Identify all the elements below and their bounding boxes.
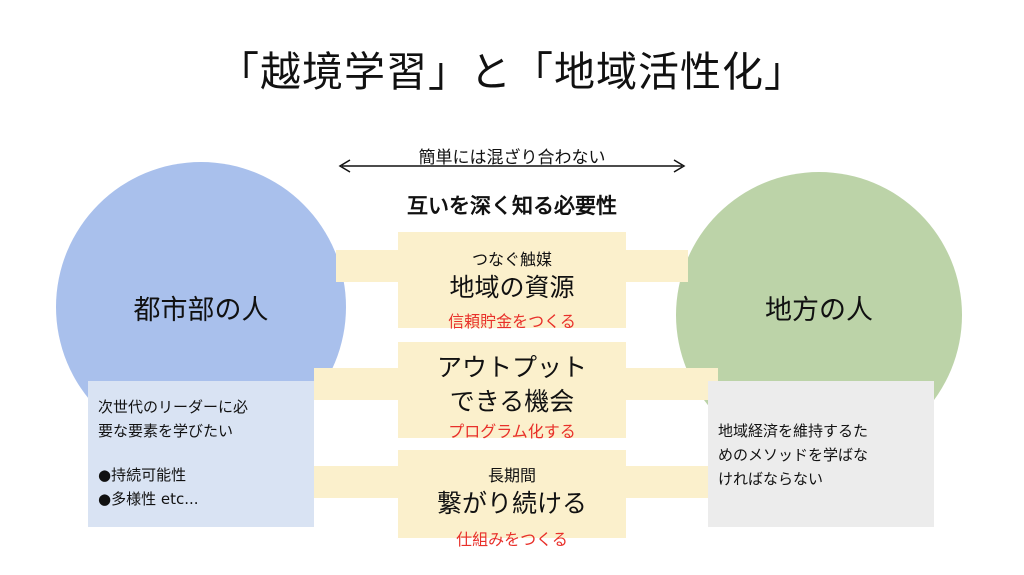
- urban-needs-note: 次世代のリーダーに必 要な要素を学びたい ●持続可能性 ●多様性 etc...: [88, 381, 314, 527]
- urban-needs-line-1: 次世代のリーダーに必: [98, 398, 249, 416]
- subheading: 互いを深く知る必要性: [407, 194, 617, 218]
- urban-needs-bullet-1: ●持続可能性: [98, 466, 187, 484]
- middle-output-heading-line2: できる機会: [449, 387, 575, 416]
- rural-needs-line-2: めのメソッドを学ばな: [718, 446, 869, 464]
- double-arrow-icon: [338, 159, 686, 173]
- middle-resources-caption: つなぐ触媒: [471, 250, 552, 269]
- rural-needs-note: 地域経済を維持するた めのメソッドを学ばな ければならない: [708, 381, 934, 527]
- middle-box-output: [398, 342, 626, 438]
- middle-resources-action: 信頼貯金をつくる: [448, 312, 576, 331]
- urban-needs-line-2: 要な要素を学びたい: [98, 422, 234, 440]
- middle-connection-heading: 繋がり続ける: [436, 489, 587, 518]
- middle-connection-caption: 長期間: [487, 466, 536, 485]
- rural-people-label: 地方の人: [765, 295, 873, 326]
- rural-needs-line-1: 地域経済を維持するた: [718, 422, 869, 440]
- middle-output-action: プログラム化する: [448, 422, 576, 441]
- middle-connection-action: 仕組みをつくる: [456, 530, 568, 549]
- page-title: 「越境学習」と「地域活性化」: [218, 48, 806, 96]
- middle-box-resources: [398, 232, 626, 328]
- middle-resources-heading: 地域の資源: [449, 273, 575, 302]
- middle-output-heading-line1: アウトプット: [436, 353, 587, 382]
- middle-box-connection: [398, 450, 626, 538]
- urban-people-label: 都市部の人: [133, 295, 269, 326]
- rural-needs-line-3: ければならない: [718, 470, 824, 488]
- arrow-label: 簡単には混ざり合わない: [418, 148, 606, 168]
- urban-needs-bullet-2: ●多様性 etc...: [98, 490, 199, 508]
